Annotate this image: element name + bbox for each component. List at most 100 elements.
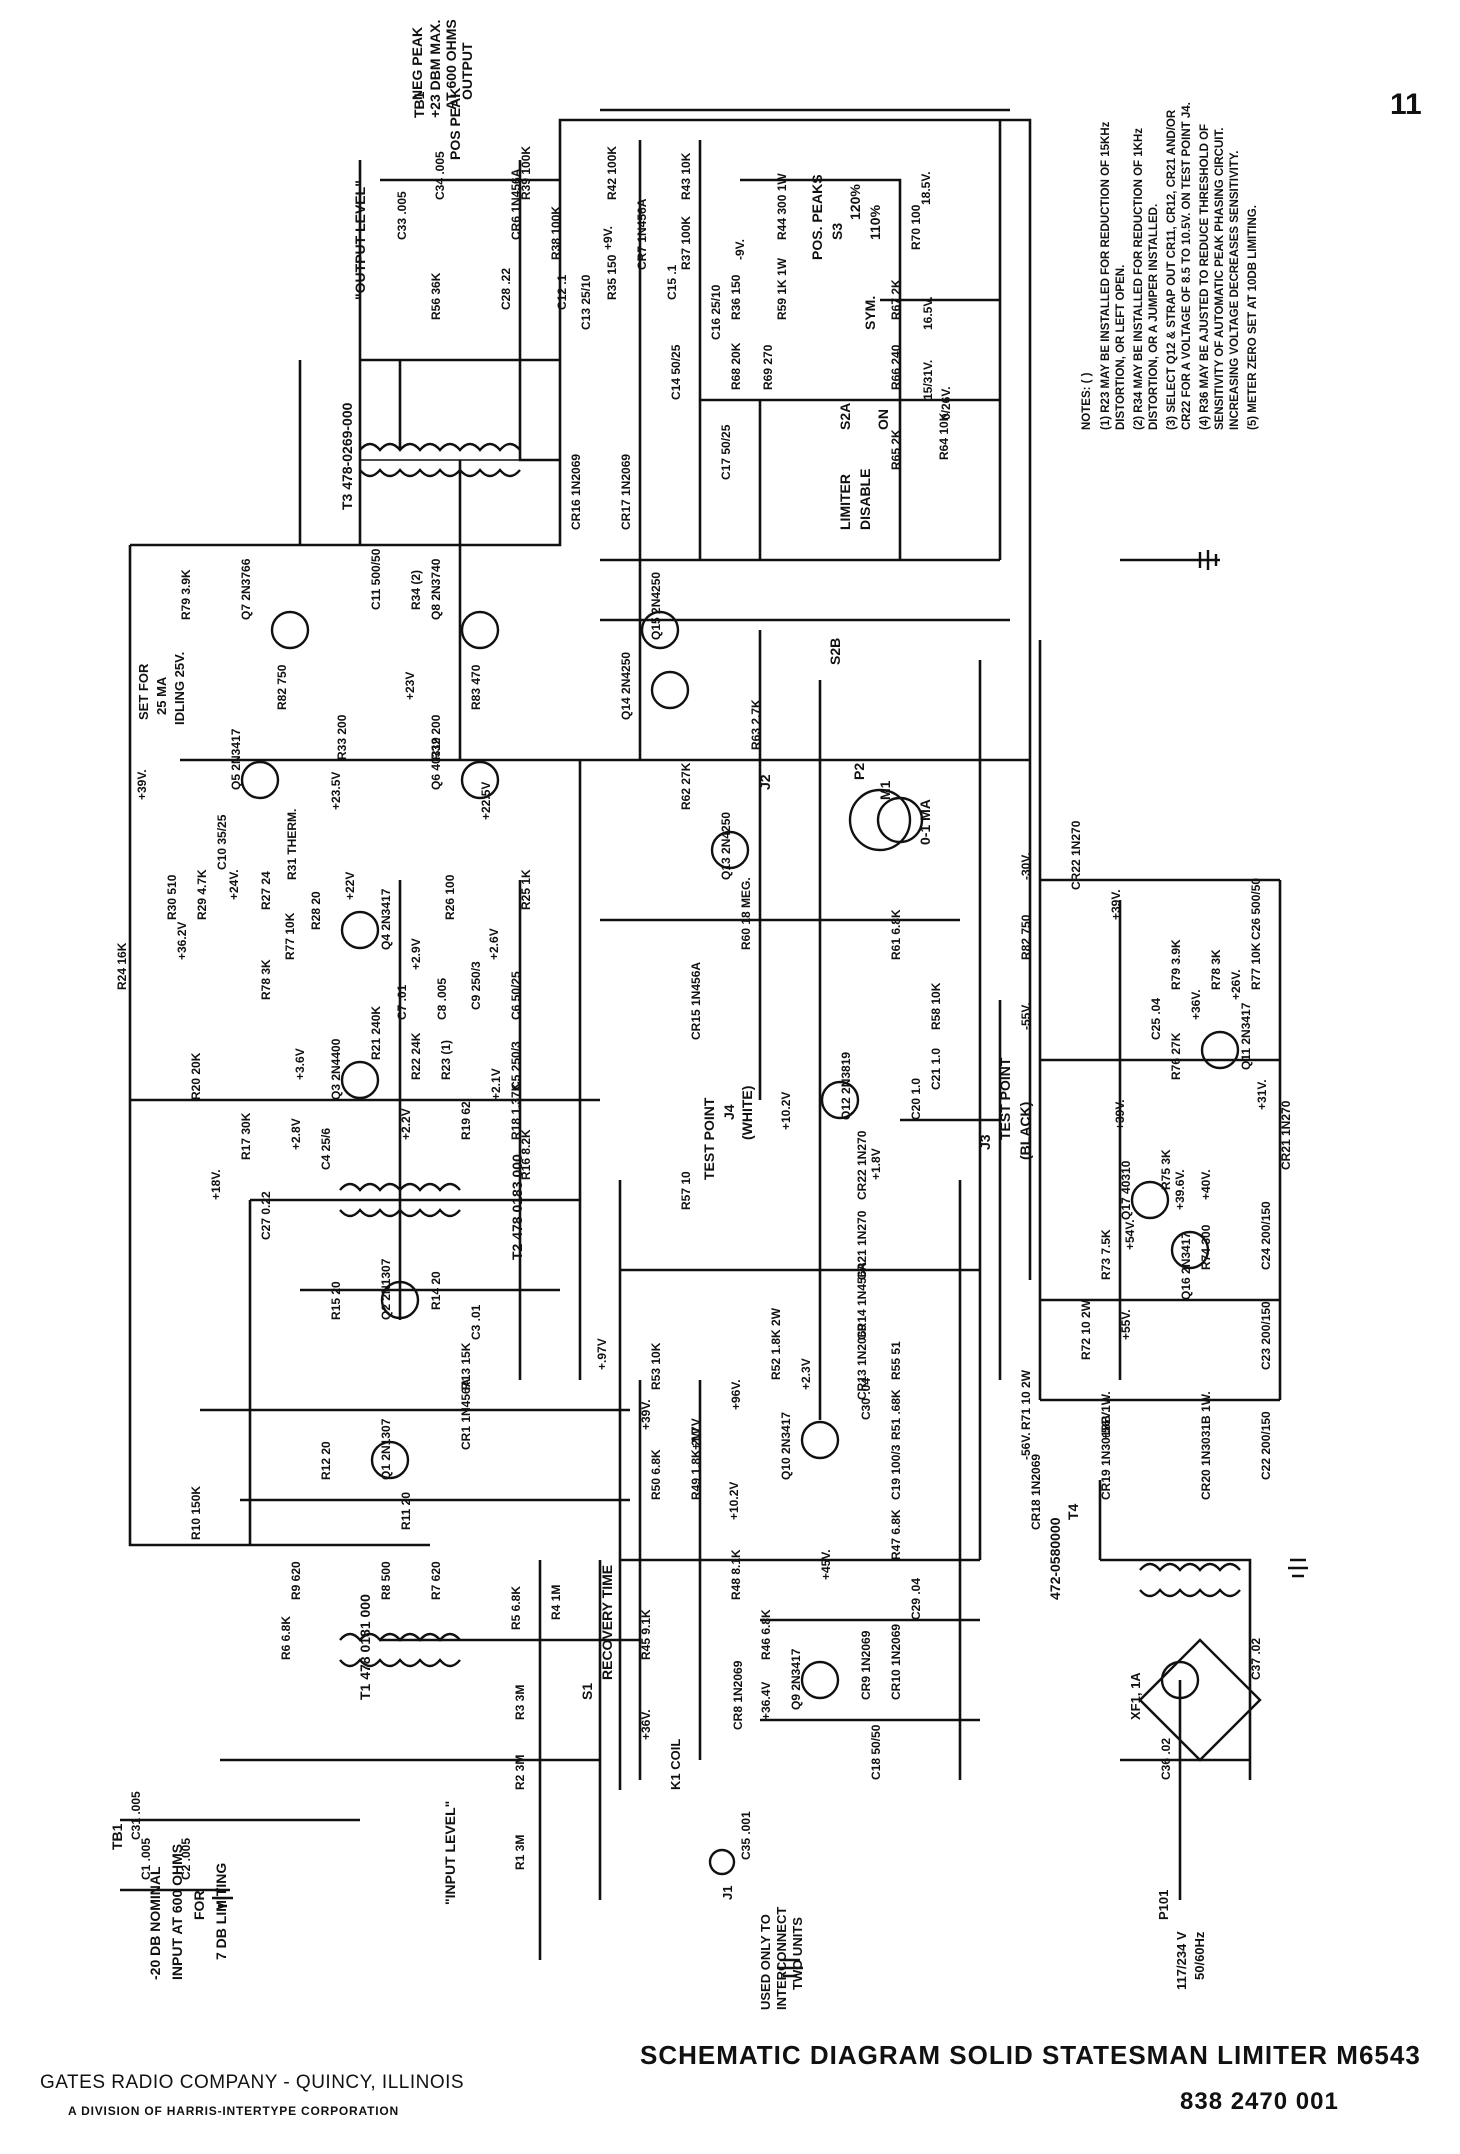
division-name: A DIVISION OF HARRIS-INTERTYPE CORPORATI… bbox=[68, 2104, 399, 2118]
c4-label: C4 25/6 bbox=[319, 1128, 333, 1170]
q8-label: Q8 2N3740 bbox=[429, 558, 443, 620]
freq-label: 50/60Hz bbox=[1192, 1931, 1207, 1980]
r32-label: R32 200 bbox=[429, 714, 443, 760]
cr21-label: CR21 1N270 bbox=[855, 1210, 869, 1280]
voltage-label-40v: +40V. bbox=[1199, 1169, 1213, 1200]
voltage-label-2v6: +2.6V bbox=[487, 928, 501, 960]
q16-label: Q16 2N3417 bbox=[1179, 1232, 1193, 1300]
voltage-label-36v4: +36.4V bbox=[759, 1682, 773, 1720]
r7-label: R7 620 bbox=[429, 1561, 443, 1600]
r24-label: R24 16K bbox=[115, 942, 129, 990]
r28-label: R28 20 bbox=[309, 891, 323, 930]
output-max-label: +23 DBM MAX. bbox=[427, 20, 443, 118]
p101-label: P101 bbox=[1156, 1890, 1171, 1920]
output-neg-label: NEG PEAK bbox=[409, 27, 425, 100]
cr15-label: CR17 1N2069 bbox=[619, 454, 633, 530]
r19-label: R19 62 bbox=[459, 1101, 473, 1140]
c25-label: C25 .04 bbox=[1149, 998, 1163, 1040]
voltage-label-9v: +9V. bbox=[601, 226, 615, 250]
r14-label: R14 20 bbox=[429, 1271, 443, 1310]
q5-label: Q5 2N3417 bbox=[229, 728, 243, 790]
pct110-label: 110% bbox=[867, 204, 883, 240]
c13-label: C13 25/10 bbox=[579, 274, 593, 330]
r74-label: R75 3K bbox=[1159, 1149, 1173, 1190]
q12-label: Q12 2N3819 bbox=[839, 1052, 853, 1120]
r57-label: R58 10K bbox=[929, 982, 943, 1030]
c31-label: C31 .005 bbox=[129, 1791, 143, 1840]
sym-label: SYM. bbox=[862, 296, 878, 330]
voltage-label-3v6: +3.6V bbox=[293, 1048, 307, 1080]
interconnect-labels: J1 USED ONLY TO INTERCONNECT TWO UNITS bbox=[720, 1886, 805, 2010]
s2b-label: S2B bbox=[827, 638, 843, 665]
c35-label: C35 .001 bbox=[739, 1811, 753, 1860]
cr12-label: CR14 1N456A bbox=[855, 1262, 869, 1340]
interconnect-line1: USED ONLY TO bbox=[758, 1914, 773, 2010]
s1-label: S1 bbox=[579, 1683, 595, 1700]
t4-ref-label: T4 bbox=[1065, 1503, 1081, 1520]
c14-label: C14 50/25 bbox=[669, 344, 683, 400]
j3-label: J3 bbox=[977, 1134, 993, 1150]
r78-label: R79 3.9K bbox=[1169, 939, 1183, 990]
s3-label: S3 bbox=[829, 223, 845, 240]
input-level-label: -20 DB NOMINAL bbox=[147, 1866, 163, 1980]
r46-label: R47 6.8K bbox=[889, 1509, 903, 1560]
voltage-label-2v1: +2.1V bbox=[489, 1068, 503, 1100]
schematic-wiring bbox=[120, 108, 1282, 1960]
r73-label: R74 300 bbox=[1199, 1224, 1213, 1270]
c3-label: C3 .01 bbox=[469, 1304, 483, 1340]
transformer-labels: T3 478-0269-000 T2 478 0183 000 T1 478 0… bbox=[339, 402, 1081, 1700]
voltage-label-55v-pos: +55V. bbox=[1119, 1309, 1133, 1340]
input-level-control-label: "INPUT LEVEL" bbox=[442, 1801, 458, 1905]
c34-label: C34 .005 bbox=[433, 151, 447, 200]
cr14-label: CR16 1N2069 bbox=[569, 454, 583, 530]
cr9-label: CR9 1N2069 bbox=[859, 1630, 873, 1700]
meter-labels: M1 0-1 MA P2 J2 bbox=[757, 763, 933, 845]
r13-label: R13 15K bbox=[459, 1342, 473, 1390]
r21-label: R21 240K bbox=[369, 1006, 383, 1060]
note-item: (1) R23 MAY BE INSTALLED FOR REDUCTION O… bbox=[1100, 121, 1127, 430]
r75-label: R76 27K bbox=[1169, 1032, 1183, 1080]
q7-label: Q7 2N3766 bbox=[239, 558, 253, 620]
output-level-control-label: "OUTPUT LEVEL" bbox=[352, 180, 368, 300]
r42-label: R43 10K bbox=[679, 152, 693, 200]
r49-label: R50 6.8K bbox=[649, 1449, 663, 1500]
voltage-label-24v: +24V. bbox=[227, 869, 241, 900]
c23-label: C23 200/150 bbox=[1259, 1301, 1273, 1370]
r83-label: R78 3K bbox=[259, 959, 273, 1000]
r65-label: R66 240 bbox=[889, 344, 903, 390]
r56-label: R57 10 bbox=[679, 1171, 693, 1210]
voltage-label-39v6: +39.6V. bbox=[1173, 1169, 1187, 1210]
r41-label: R42 100K bbox=[605, 146, 619, 200]
cr6-label: CR6 1N456A bbox=[509, 168, 523, 240]
r5-label: R5 6.8K bbox=[509, 1586, 523, 1630]
voltage-label-36v2: +36.2V bbox=[175, 922, 189, 960]
recovery-time-label: RECOVERY TIME bbox=[599, 1565, 615, 1680]
r62-label: R63 2.7K bbox=[749, 699, 763, 750]
voltage-label-22v5: +22.5V bbox=[479, 782, 493, 820]
r86-label: R83 470 bbox=[469, 664, 483, 710]
r45-label: R46 6.8K bbox=[759, 1609, 773, 1660]
drawing-number: 838 2470 001 bbox=[1180, 2088, 1339, 2115]
c11-label: C11 500/50 bbox=[369, 548, 383, 610]
r79-label: R82 750 bbox=[1019, 914, 1033, 960]
c12-label: C12 .1 bbox=[555, 274, 569, 310]
idling-line2: 25 MA bbox=[154, 676, 169, 715]
c22-label: C22 200/150 bbox=[1259, 1411, 1273, 1480]
idling-line3: IDLING 25V. bbox=[172, 652, 187, 725]
r15-label: R15 20 bbox=[329, 1281, 343, 1320]
voltage-label-39v-right: +39V. bbox=[1109, 889, 1123, 920]
r72-label: R73 7.5K bbox=[1099, 1229, 1113, 1280]
pct120-label: 120% bbox=[847, 184, 863, 220]
q2-label: Q2 2N1307 bbox=[379, 1258, 393, 1320]
cr10-label: CR10 1N2069 bbox=[889, 1624, 903, 1700]
c24-label: C24 200/150 bbox=[1259, 1201, 1273, 1270]
c19-label: C19 100/3 bbox=[889, 1444, 903, 1500]
c28-label: C28 .22 bbox=[499, 268, 513, 310]
j2-label: J2 bbox=[757, 774, 773, 790]
input-for-label: FOR bbox=[191, 1890, 207, 1920]
t4-label: 472-0580000 bbox=[1047, 1517, 1063, 1600]
voltage-label-2v8: +2.8V bbox=[289, 1118, 303, 1150]
relay-label: K1 COIL bbox=[668, 1739, 683, 1790]
transformer-t4 bbox=[1138, 1562, 1262, 1762]
m1-label: M1 bbox=[877, 780, 893, 800]
